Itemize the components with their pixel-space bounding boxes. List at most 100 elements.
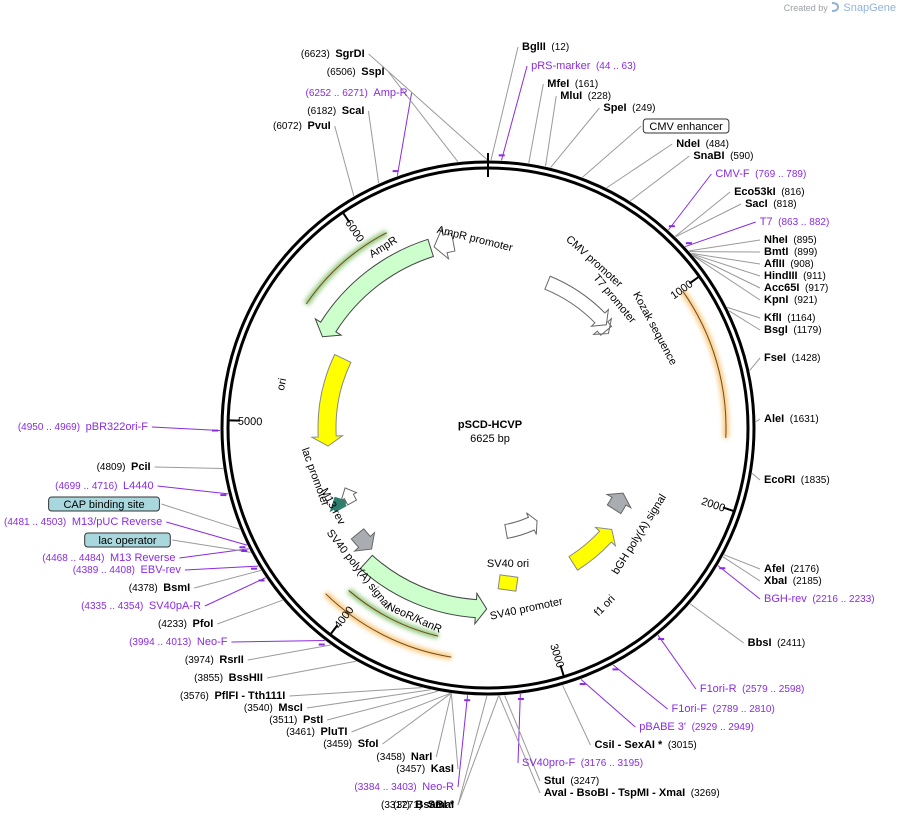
- site-position: (2216 .. 2233): [807, 594, 875, 605]
- site-label[interactable]: (6182) ScaI: [307, 105, 364, 117]
- site-label[interactable]: (3271) SmaI: [393, 799, 454, 811]
- site-label[interactable]: MluI (228): [560, 90, 611, 102]
- site-label[interactable]: pBABE 3' (2929 .. 2949): [639, 721, 754, 733]
- site-label[interactable]: HindIII (911): [764, 270, 826, 282]
- scale-tick-label: 6000: [342, 218, 366, 245]
- site-label[interactable]: (3511) PstI: [269, 714, 323, 726]
- site-label[interactable]: Acc65I (917): [764, 282, 828, 294]
- site-position: (3458): [376, 752, 410, 763]
- site-text: pBABE 3' (2929 .. 2949): [639, 721, 754, 733]
- site-label[interactable]: (6072) PvuI: [273, 120, 331, 132]
- site-label[interactable]: (4950 .. 4969) pBR322ori-F: [18, 421, 148, 433]
- site-position: (3271): [393, 800, 427, 811]
- site-label[interactable]: (3459) SfoI: [323, 738, 378, 750]
- site-label[interactable]: SnaBI (590): [693, 150, 753, 162]
- site-label[interactable]: (3458) NarI: [376, 751, 432, 763]
- site-label[interactable]: Eco53kI (816): [734, 186, 805, 198]
- site-label[interactable]: (3384 .. 3403) Neo-R: [354, 781, 454, 793]
- site-label[interactable]: MfeI (161): [547, 78, 598, 90]
- site-label[interactable]: (4699 .. 4716) L4440: [55, 480, 153, 492]
- site-position: (2176): [785, 564, 819, 575]
- site-label[interactable]: SV40pro-F (3176 .. 3195): [522, 757, 643, 769]
- site-label[interactable]: (4481 .. 4503) M13/pUC Reverse: [4, 516, 162, 528]
- orf-highlight-cmv[interactable]: [682, 290, 727, 438]
- leader-line: [327, 690, 438, 721]
- site-position: (3994 .. 4013): [129, 637, 197, 648]
- site-label[interactable]: F1ori-R (2579 .. 2598): [700, 683, 805, 695]
- site-label[interactable]: CAP binding site: [48, 496, 160, 512]
- leader-line: [204, 577, 266, 607]
- site-name: Neo-F: [197, 636, 228, 648]
- orf-highlight-neo-inner[interactable]: [348, 590, 439, 637]
- feature-ampr[interactable]: [314, 238, 435, 338]
- site-label[interactable]: KpnI (921): [764, 294, 817, 306]
- site-label[interactable]: AflII (908): [764, 258, 814, 270]
- site-label[interactable]: AvaI - BsoBI - TspMI - XmaI (3269): [544, 787, 720, 799]
- site-label[interactable]: (3855) BssHII: [194, 672, 263, 684]
- site-label[interactable]: NdeI (484): [676, 138, 729, 150]
- orf-highlight-neo[interactable]: [325, 593, 452, 658]
- site-label[interactable]: (3974) RsrII: [185, 654, 244, 666]
- feature-ampr-promoter[interactable]: [433, 227, 456, 261]
- site-label[interactable]: BGH-rev (2216 .. 2233): [764, 593, 875, 605]
- site-label[interactable]: CMV-F (769 .. 789): [715, 168, 806, 180]
- feature-f1-ori[interactable]: [568, 526, 617, 571]
- site-label[interactable]: KflI (1164): [764, 312, 815, 324]
- site-label[interactable]: (6252 .. 6271) Amp-R: [306, 87, 408, 99]
- site-label[interactable]: StuI (3247): [544, 775, 599, 787]
- site-label[interactable]: F1ori-F (2789 .. 2810): [672, 703, 775, 715]
- site-label[interactable]: SpeI (249): [603, 102, 655, 114]
- site-label[interactable]: (3461) PluTI: [286, 726, 347, 738]
- feature-sv40-ori[interactable]: [497, 574, 519, 592]
- feature-cmv-promoter[interactable]: [544, 275, 610, 327]
- site-name: BglII: [522, 41, 546, 53]
- site-label[interactable]: NheI (895): [764, 234, 817, 246]
- site-label[interactable]: AleI (1631): [764, 413, 819, 425]
- site-label[interactable]: pRS-marker (44 .. 63): [531, 60, 636, 72]
- site-label[interactable]: (3457) KasI: [396, 763, 454, 775]
- site-label[interactable]: BmtI (899): [764, 246, 817, 258]
- plasmid-name: pSCD-HCVP: [458, 419, 522, 431]
- orf-highlight-amp[interactable]: [305, 232, 387, 305]
- feature-box-label: CMV enhancer: [649, 121, 723, 133]
- site-label[interactable]: FseI (1428): [764, 352, 820, 364]
- site-label[interactable]: (3994 .. 4013) Neo-F: [129, 636, 228, 648]
- site-text: BmtI (899): [764, 246, 817, 258]
- site-position: (3457): [396, 764, 430, 775]
- site-label[interactable]: XbaI (2185): [764, 575, 822, 587]
- site-label[interactable]: (4335 .. 4354) SV40pA-R: [81, 600, 201, 612]
- site-label[interactable]: (4389 .. 4408) EBV-rev: [73, 564, 182, 576]
- site-text: AvaI - BsoBI - TspMI - XmaI (3269): [544, 787, 720, 799]
- site-label[interactable]: (4468 .. 4484) M13 Reverse: [42, 552, 175, 564]
- site-label[interactable]: BbsI (2411): [748, 637, 806, 649]
- site-label[interactable]: CsiI - SexAI * (3015): [594, 739, 696, 751]
- feature-sv40-promoter[interactable]: [504, 512, 538, 539]
- site-label[interactable]: (3576) PflFI - Tth111I: [180, 690, 285, 702]
- site-label[interactable]: AfeI (2176): [764, 563, 819, 575]
- site-position: (4378): [129, 583, 163, 594]
- feature-neor-kanr[interactable]: [359, 554, 488, 626]
- site-label[interactable]: (3317) BsaBI *: [381, 799, 455, 811]
- site-label[interactable]: lac operator: [84, 532, 171, 548]
- site-label[interactable]: (4378) BsmI: [129, 582, 190, 594]
- feature-ori[interactable]: [310, 353, 352, 447]
- site-text: (3459) SfoI: [323, 738, 378, 750]
- feature-sv40-polya[interactable]: [350, 528, 376, 552]
- site-label[interactable]: CMV enhancer: [642, 118, 730, 134]
- feature-m13-rev[interactable]: [329, 496, 350, 513]
- site-labels[interactable]: BglII (12) pRS-marker (44 .. 63) MfeI (161…: [4, 41, 875, 811]
- site-label[interactable]: (4809) PciI: [97, 461, 151, 473]
- site-label[interactable]: (3540) MscI: [244, 702, 303, 714]
- site-label[interactable]: (6623) SgrDI: [301, 48, 365, 60]
- site-label[interactable]: BsgI (1179): [764, 324, 822, 336]
- site-label[interactable]: (4233) PfoI: [158, 618, 213, 630]
- site-label[interactable]: EcoRI (1835): [764, 474, 830, 486]
- site-label[interactable]: BglII (12): [522, 41, 569, 53]
- site-label[interactable]: SacI (818): [745, 198, 797, 210]
- feature-lac-promoter[interactable]: [340, 487, 358, 506]
- site-label[interactable]: (6506) SspI: [327, 66, 385, 78]
- feature-box: [84, 532, 171, 548]
- site-label[interactable]: T7 (863 .. 882): [760, 216, 830, 228]
- feature-kozak[interactable]: [592, 317, 613, 336]
- feature-bgh-polya[interactable]: [605, 492, 633, 515]
